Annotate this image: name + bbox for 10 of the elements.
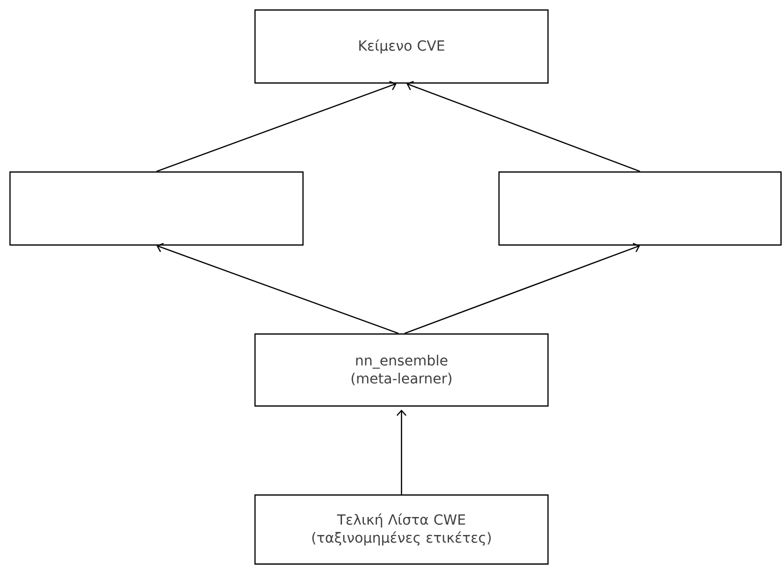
arrow (156, 80, 396, 172)
process-box: Τελική Λίστα CWE (ταξινομημένες ετικέτες) (254, 494, 549, 565)
arrow (156, 242, 399, 334)
arrow (404, 242, 640, 334)
arrow (396, 410, 406, 494)
process-box: Κείμενο CVE (254, 9, 549, 84)
empty-box (9, 171, 304, 246)
arrow (406, 80, 640, 172)
empty-box (498, 171, 782, 246)
process-box: nn_ensemble (meta-learner) (254, 333, 549, 407)
